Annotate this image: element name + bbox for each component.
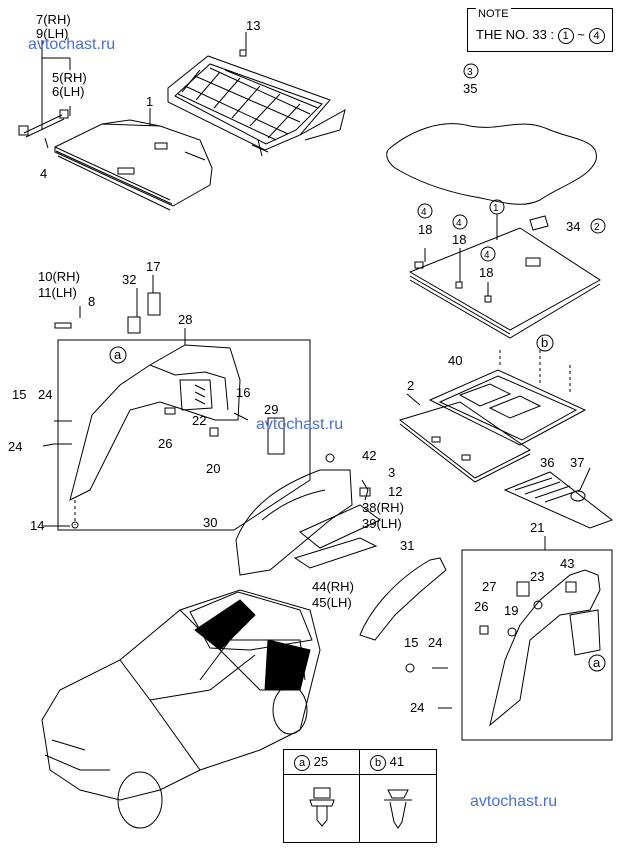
callout-27: 27 <box>482 579 496 594</box>
callout-18a: 18 <box>418 222 432 237</box>
callout-1: 1 <box>146 94 153 109</box>
legend-hline <box>284 774 436 775</box>
callout-26: 26 <box>158 436 172 451</box>
callout-9: 9(LH) <box>36 26 69 41</box>
callout-12: 12 <box>388 484 402 499</box>
legend-b-part: 41 <box>389 754 405 769</box>
rear-sill-part <box>503 471 614 529</box>
callout-15: 15 <box>12 387 26 402</box>
callout-a1: a <box>114 347 122 362</box>
callout-24d: 24 <box>410 700 424 715</box>
clip-41-icon <box>387 789 409 799</box>
callout-16: 16 <box>236 385 250 400</box>
note-label: THE NO. 33 : <box>476 27 555 42</box>
luggage-board-part <box>408 214 601 339</box>
callout-39: 39(LH) <box>362 516 402 531</box>
callout-45: 45(LH) <box>312 595 352 610</box>
callout-7: 7(RH) <box>36 12 71 27</box>
callout-b1: b <box>541 335 548 350</box>
callout-24c: 24 <box>428 635 442 650</box>
legend-a-letter: a <box>294 754 310 771</box>
callout-44: 44(RH) <box>312 579 354 594</box>
callout-2: 2 <box>407 378 414 393</box>
callout-labels: 7(RH) 9(LH) 5(RH) 6(LH) 4 1 13 3 35 4 18… <box>8 12 606 715</box>
callout-24: 24 <box>38 387 52 402</box>
quarter-trim-left-part <box>54 292 285 529</box>
callout-6: 6(LH) <box>52 84 85 99</box>
callout-2-circle: 2 <box>594 222 600 233</box>
callout-30: 30 <box>203 515 217 530</box>
callout-23: 23 <box>530 569 544 584</box>
callout-20: 20 <box>206 461 220 476</box>
callout-3-circle: 3 <box>467 67 473 78</box>
callout-10: 10(RH) <box>38 269 80 284</box>
callout-4a-circle: 4 <box>421 207 427 218</box>
watermark-bottom: avtochast.ru <box>470 793 557 810</box>
callout-35: 35 <box>463 81 477 96</box>
cargo-cover-part <box>54 119 213 211</box>
callout-17: 17 <box>146 259 160 274</box>
callout-a2: a <box>593 655 601 670</box>
callout-13: 13 <box>246 18 260 33</box>
callout-4b-circle: 4 <box>456 218 462 229</box>
callout-14: 14 <box>30 518 44 533</box>
fastener-legend: a 25 b 41 <box>283 749 437 843</box>
note-title: NOTE <box>476 8 511 20</box>
legend-b: b 41 <box>370 754 404 771</box>
watermark-top: avtochast.ru <box>28 36 115 53</box>
legend-a: a 25 <box>294 754 328 771</box>
callout-31: 31 <box>400 538 414 553</box>
luggage-mat-part <box>386 123 597 205</box>
note-box: NOTE THE NO. 33 : 1 ~ 4 <box>467 8 613 52</box>
callout-40: 40 <box>448 353 462 368</box>
callout-24b: 24 <box>8 439 22 454</box>
callout-29: 29 <box>264 402 278 417</box>
callout-15b: 15 <box>404 635 418 650</box>
callout-43: 43 <box>560 556 574 571</box>
left-panel-box <box>57 339 311 531</box>
legend-b-letter: b <box>370 754 386 771</box>
callout-36: 36 <box>540 455 554 470</box>
note-text: THE NO. 33 : 1 ~ 4 <box>476 27 605 44</box>
callout-8: 8 <box>88 294 95 309</box>
callout-34: 34 <box>566 219 580 234</box>
callout-26b: 26 <box>474 599 488 614</box>
callout-4c-circle: 4 <box>484 250 490 261</box>
callout-1b-circle: 1 <box>493 203 499 214</box>
note-range-end: 4 <box>588 27 605 44</box>
callout-19: 19 <box>504 603 518 618</box>
callout-3: 3 <box>388 465 395 480</box>
callout-11: 11(LH) <box>38 285 77 300</box>
cargo-net-part <box>167 32 346 157</box>
hook-bracket-part <box>18 40 71 149</box>
note-range-start: 1 <box>557 27 574 44</box>
callout-38: 38(RH) <box>362 500 404 515</box>
legend-a-part: 25 <box>313 754 329 769</box>
wheel-house-trim-part <box>235 453 381 576</box>
legend-divider <box>359 750 360 842</box>
callout-18c: 18 <box>479 265 493 280</box>
suv-body-illustration <box>41 589 321 829</box>
callout-32: 32 <box>122 272 136 287</box>
legend-fastener-drawings <box>309 787 412 829</box>
callout-22: 22 <box>192 413 206 428</box>
callout-28: 28 <box>178 312 192 327</box>
luggage-tray-part <box>398 350 587 483</box>
callout-5: 5(RH) <box>52 70 87 85</box>
quarter-trim-right-part <box>359 549 613 741</box>
watermark-middle: avtochast.ru <box>256 416 343 433</box>
callout-42: 42 <box>362 448 376 463</box>
callout-18b: 18 <box>452 232 466 247</box>
callout-4: 4 <box>40 166 47 181</box>
clip-25-icon <box>313 787 331 799</box>
callout-21: 21 <box>530 520 544 535</box>
callout-37: 37 <box>570 455 584 470</box>
leader-lines <box>42 108 591 550</box>
note-range-sep: ~ <box>577 27 585 42</box>
